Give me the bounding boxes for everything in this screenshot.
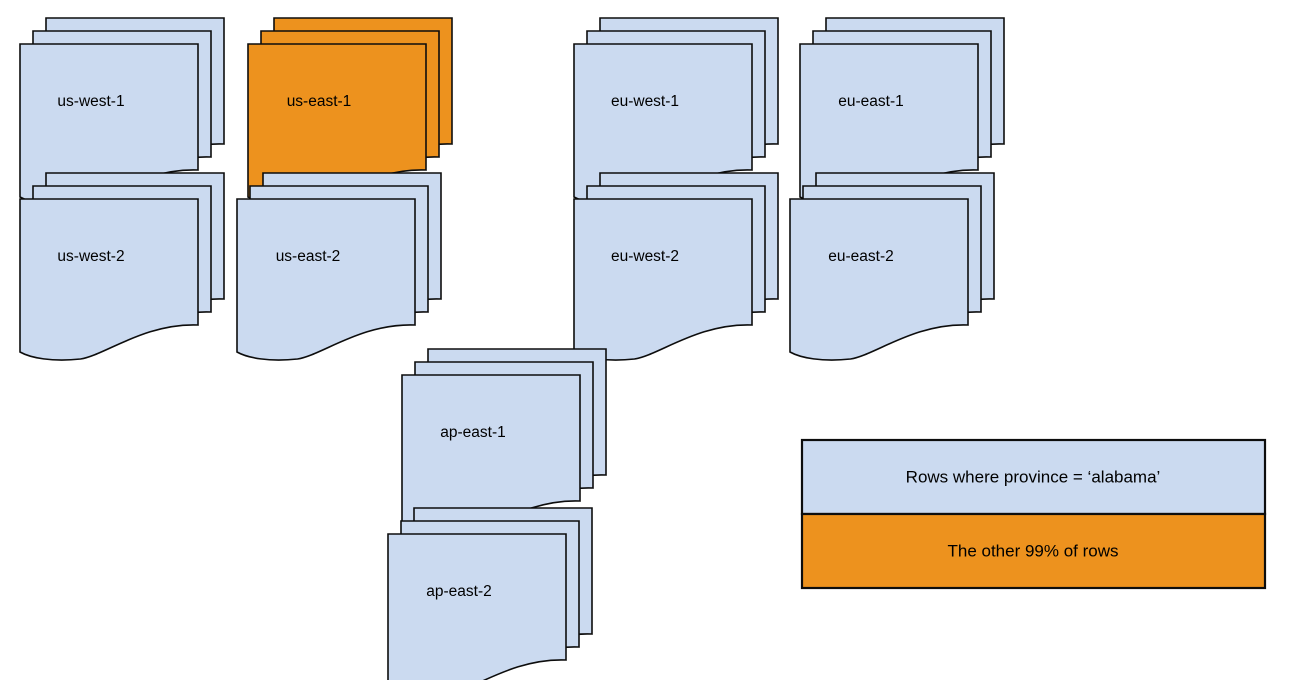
legend-swatch: [800, 438, 1267, 516]
document-stack-us-west-2[interactable]: us-west-2: [19, 172, 225, 361]
document-stack-ap-east-1[interactable]: ap-east-1: [401, 348, 607, 537]
document-stack-label: eu-west-1: [611, 93, 679, 110]
document-stack-label: us-east-2: [276, 248, 341, 265]
document-stack-us-east-2[interactable]: us-east-2: [236, 172, 442, 361]
document-sheet-front: [789, 198, 969, 361]
document-sheet-front: [573, 198, 753, 361]
document-stack-label: ap-east-2: [426, 583, 491, 600]
legend: Rows where province = ‘alabama’ The other…: [800, 438, 1267, 590]
document-stack-eu-west-1[interactable]: eu-west-1: [573, 17, 779, 206]
document-stack-label: us-west-1: [57, 93, 124, 110]
document-sheet-front: [387, 533, 567, 680]
document-stack-label: eu-east-1: [838, 93, 903, 110]
document-stack-label: eu-east-2: [828, 248, 893, 265]
legend-label: Rows where province = ‘alabama’: [906, 467, 1161, 486]
document-stack-label: us-west-2: [57, 248, 124, 265]
document-stack-label: eu-west-2: [611, 248, 679, 265]
document-stack-us-east-1[interactable]: us-east-1: [247, 17, 453, 206]
document-stack-eu-east-2[interactable]: eu-east-2: [789, 172, 995, 361]
legend-row-legend-blue: Rows where province = ‘alabama’: [800, 438, 1267, 516]
document-stack-label: us-east-1: [287, 93, 352, 110]
document-stack-label: ap-east-1: [440, 424, 505, 441]
document-stack-eu-east-1[interactable]: eu-east-1: [799, 17, 1005, 206]
document-stack-ap-east-2[interactable]: ap-east-2: [387, 507, 593, 680]
document-sheet-front: [19, 198, 199, 361]
document-sheet-front: [236, 198, 416, 361]
legend-label: The other 99% of rows: [947, 541, 1118, 560]
legend-swatch: [800, 512, 1267, 590]
legend-row-legend-orange: The other 99% of rows: [800, 512, 1267, 590]
document-stack-eu-west-2[interactable]: eu-west-2: [573, 172, 779, 361]
stacks-layer: us-west-1 us-east-1 eu-west-1 eu-east-1 us-w…: [19, 17, 1005, 680]
